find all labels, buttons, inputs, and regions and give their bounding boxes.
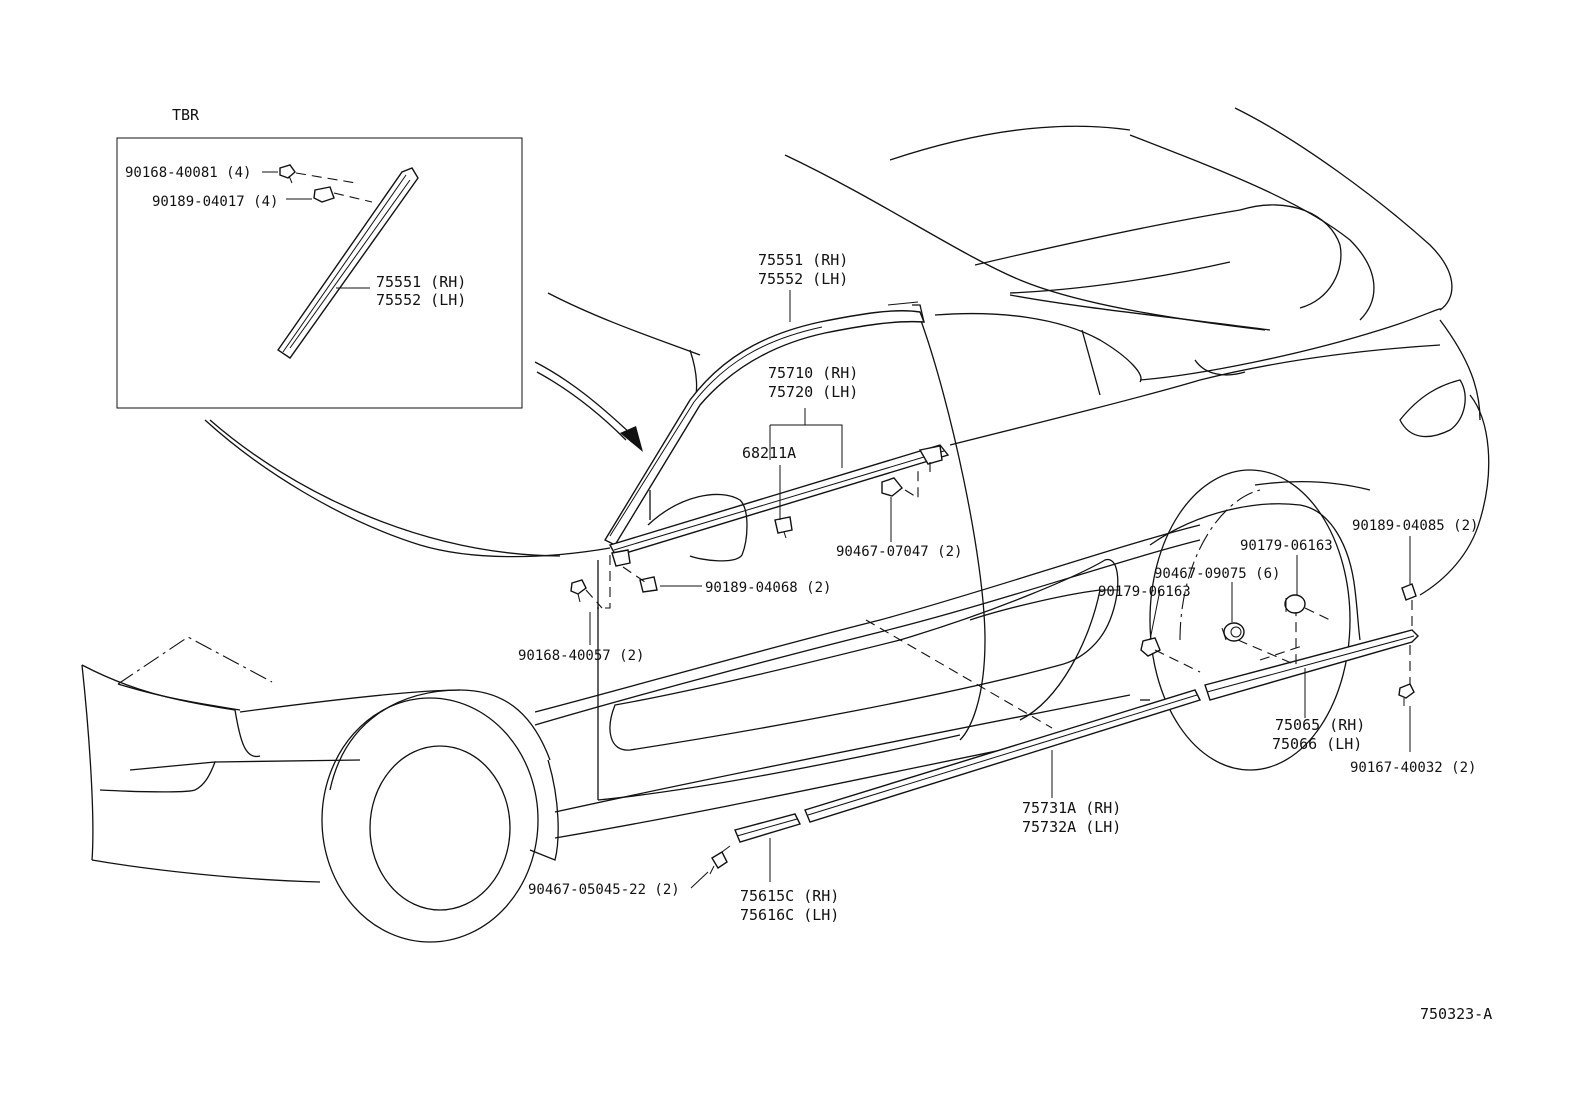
rear-quarter-molding-part [1204, 629, 1419, 701]
label-90189-04017: 90189-04017 (4) [152, 194, 278, 210]
label-75615c-rh: 75615C (RH) [740, 887, 839, 905]
label-75066-lh: 75066 (LH) [1272, 735, 1362, 753]
label-90179-06163-lower: 90179-06163 [1098, 584, 1191, 600]
inset-title: TBR [172, 106, 200, 124]
belt-molding-part [608, 444, 950, 562]
inset-molding-strip [277, 167, 419, 359]
label-68211a: 68211A [742, 444, 796, 462]
rocker-molding-part [804, 689, 1201, 823]
part-labels: 75551 (RH) 75552 (LH) 75710 (RH) 75720 (… [518, 251, 1492, 1023]
inset-screw-icon [279, 164, 296, 184]
clip-90179-06163-a-icon [1140, 637, 1161, 657]
leader-lines [589, 290, 892, 645]
screw-90167-40032-icon [1398, 683, 1415, 706]
inset-panel: TBR 90168-40081 (4) 90189-04017 (4) 7555… [116, 106, 523, 409]
label-90168-40081: 90168-40081 (4) [125, 165, 251, 181]
label-75720-lh: 75720 (LH) [768, 383, 858, 401]
inset-clip-icon [313, 186, 335, 203]
windshield-molding-part [604, 301, 926, 546]
grommet-90467-09075-icon [1221, 622, 1245, 642]
label-75616c-lh: 75616C (LH) [740, 906, 839, 924]
label-90167-40032: 90167-40032 (2) [1350, 760, 1476, 776]
inset-pointer-arrow [534, 361, 643, 452]
clip-corner-icon [611, 445, 943, 567]
clip-90189-04068-icon [639, 576, 658, 593]
screw-90168-40057-icon [570, 579, 587, 603]
screw-90467-05045-icon [709, 845, 731, 875]
label-90467-09075: 90467-09075 (6) [1154, 566, 1280, 582]
clip-90467-07047-icon [881, 477, 903, 497]
diagram-id: 750323-A [1420, 1005, 1492, 1023]
label-75732a-lh: 75732A (LH) [1022, 818, 1121, 836]
leader-75710 [769, 408, 843, 468]
label-inset-75552-lh: 75552 (LH) [376, 291, 466, 309]
inset-border [116, 137, 523, 409]
car-body-outline [81, 107, 1490, 943]
clip-90179-06163-b-icon [1284, 594, 1306, 614]
label-90467-07047: 90467-07047 (2) [836, 544, 962, 560]
label-75551-rh: 75551 (RH) [758, 251, 848, 269]
front-lower-molding-part [734, 813, 801, 843]
clip-68211a-icon [774, 516, 793, 539]
label-90179-06163-upper: 90179-06163 [1240, 538, 1333, 554]
leader-90467-05045 [690, 871, 709, 889]
leader-lines-lower [690, 536, 1411, 889]
label-90189-04085: 90189-04085 (2) [1352, 518, 1478, 534]
leader-90179-06163-a [1149, 589, 1161, 641]
label-90467-05045-22: 90467-05045-22 (2) [528, 882, 680, 898]
label-75065-rh: 75065 (RH) [1275, 716, 1365, 734]
label-75710-rh: 75710 (RH) [768, 364, 858, 382]
clip-90189-04085-icon [1401, 583, 1417, 601]
label-90168-40057: 90168-40057 (2) [518, 648, 644, 664]
label-75731a-rh: 75731A (RH) [1022, 799, 1121, 817]
label-75552-lh: 75552 (LH) [758, 270, 848, 288]
label-90189-04068: 90189-04068 (2) [705, 580, 831, 596]
label-inset-75551-rh: 75551 (RH) [376, 273, 466, 291]
